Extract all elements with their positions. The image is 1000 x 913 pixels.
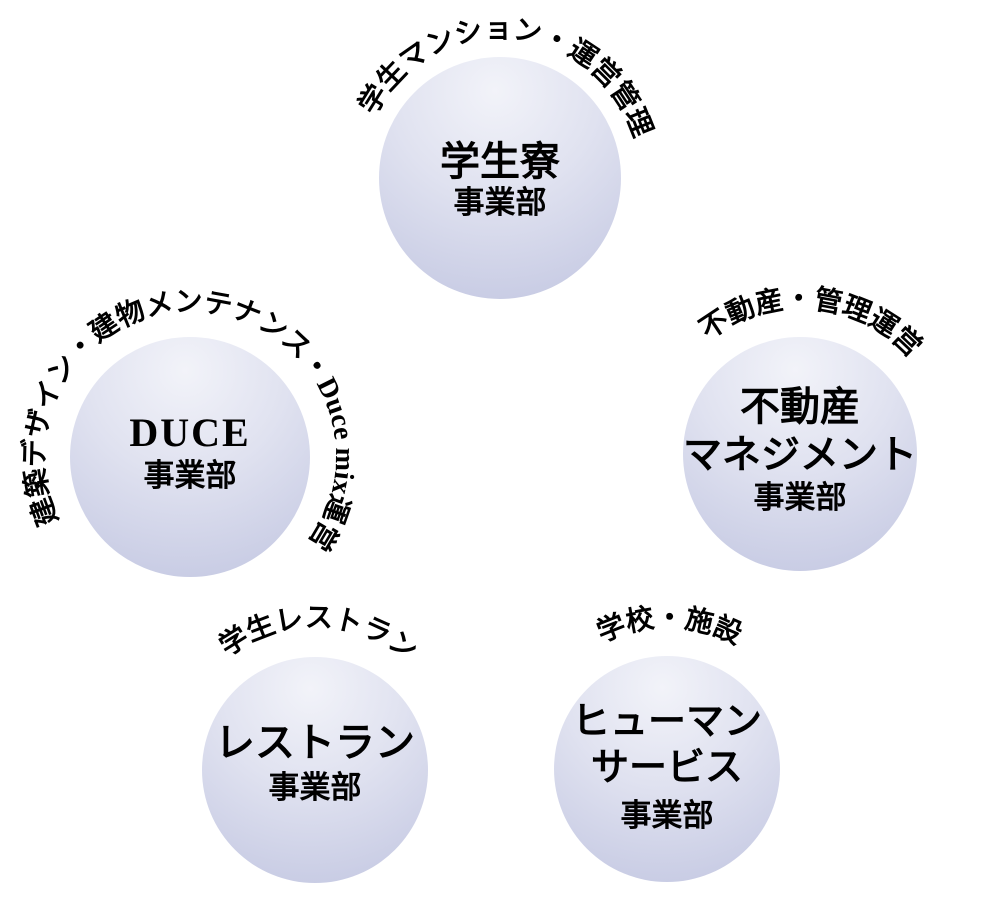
- restaurant-subtitle: 事業部: [269, 770, 362, 805]
- division-bubble-real-estate: 不動産・管理運営 不動産 マネジメント 事業部: [683, 282, 928, 571]
- human-service-ring-label: 学校・施設: [592, 601, 748, 651]
- student-dorm-subtitle: 事業部: [454, 185, 547, 220]
- human-service-title-line1: ヒューマン: [572, 701, 762, 743]
- student-dorm-circle: [379, 57, 621, 299]
- human-service-circle: [554, 656, 780, 882]
- division-bubble-restaurant: 学生レストラン レストラン 事業部: [202, 603, 428, 883]
- duce-circle: [70, 337, 310, 577]
- real-estate-title-line1: 不動産: [740, 384, 860, 429]
- real-estate-circle: [683, 337, 917, 571]
- duce-title: DUCE: [129, 410, 250, 455]
- division-bubble-human-service: 学校・施設 ヒューマン サービス 事業部: [554, 601, 780, 882]
- restaurant-circle: [202, 657, 428, 883]
- human-service-subtitle: 事業部: [621, 798, 714, 833]
- student-dorm-title: 学生寮: [440, 139, 560, 184]
- real-estate-subtitle: 事業部: [754, 480, 847, 515]
- real-estate-title-line2: マネジメント: [683, 434, 917, 477]
- duce-subtitle: 事業部: [144, 458, 237, 493]
- division-bubble-student-dorm: 学生マンション・運営管理 学生寮 事業部: [352, 14, 657, 299]
- restaurant-title: レストラン: [215, 720, 415, 765]
- human-service-title-line2: サービス: [591, 747, 743, 789]
- division-bubble-duce: 建築デザイン・建物メンテナンス・Duce mix運営 DUCE 事業部: [18, 287, 360, 577]
